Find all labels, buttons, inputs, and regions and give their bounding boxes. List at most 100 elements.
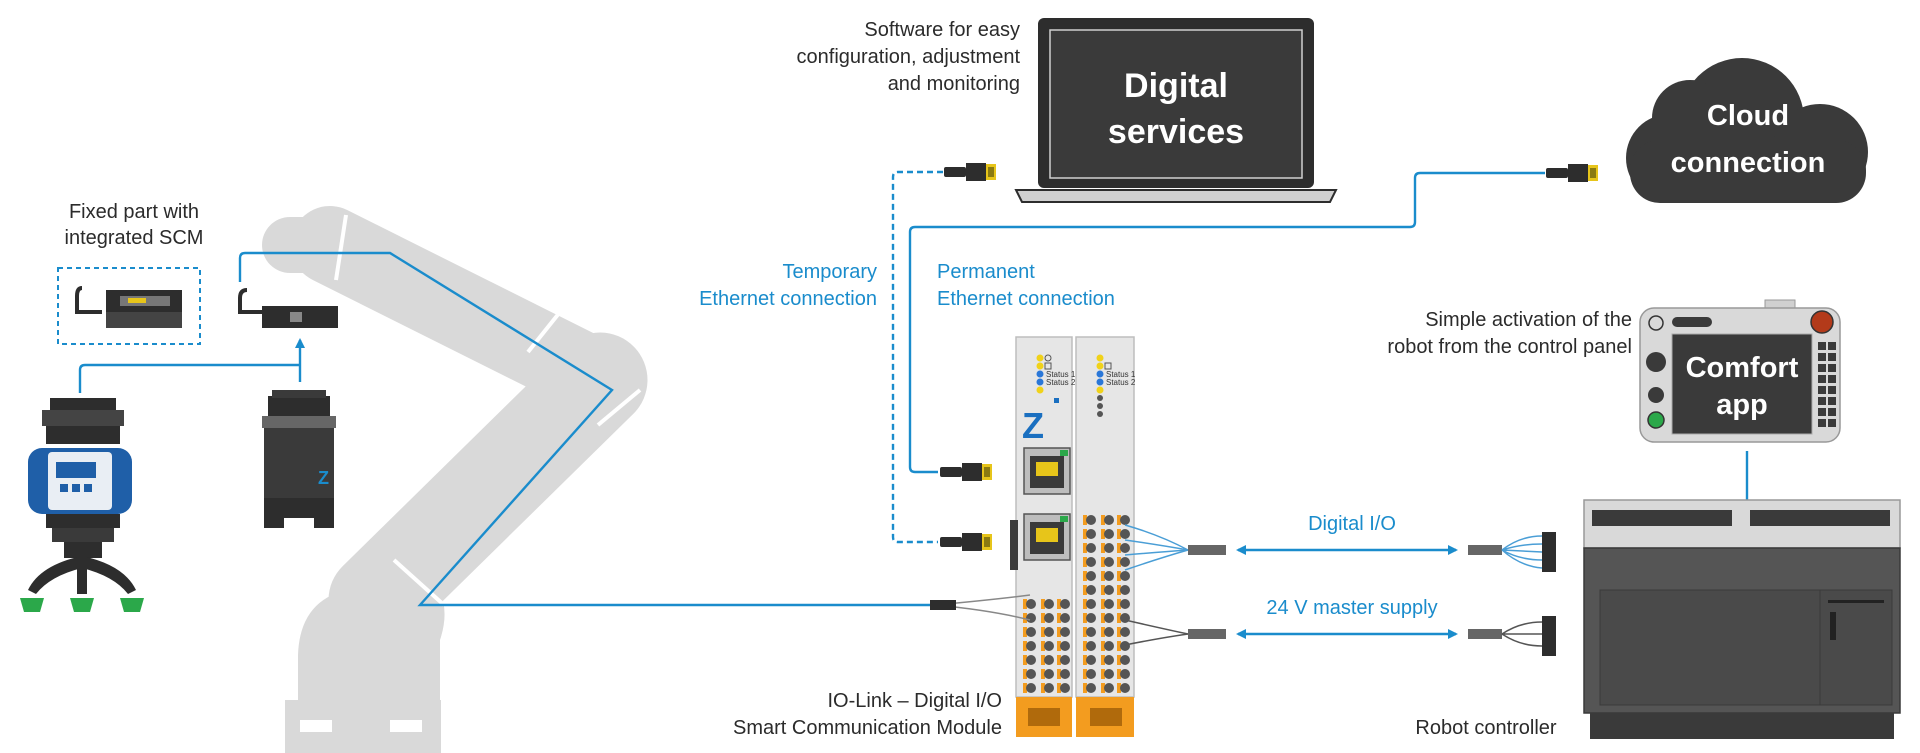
terminal-hole xyxy=(1044,641,1054,651)
pendant-key xyxy=(1828,353,1836,361)
terminal-latch xyxy=(1117,515,1121,525)
terminal-latch xyxy=(1101,683,1105,693)
temporary-label: Temporary Ethernet connection xyxy=(699,261,877,310)
terminal-hole xyxy=(1104,655,1114,665)
terminal-hole xyxy=(1060,641,1070,651)
terminal-hole xyxy=(1086,641,1096,651)
terminal-hole xyxy=(1026,669,1036,679)
terminal-latch xyxy=(1041,669,1045,679)
terminal-latch xyxy=(1057,669,1061,679)
pendant-key xyxy=(1828,419,1836,427)
terminal-latch xyxy=(1101,669,1105,679)
terminal-hole xyxy=(1120,585,1130,595)
module1-status2: Status 2 xyxy=(1046,378,1076,387)
connection-wires xyxy=(78,170,1749,639)
terminal-latch xyxy=(1083,585,1087,595)
fixed-part-line1: Fixed part with xyxy=(69,201,199,223)
cloud-line1: Cloud xyxy=(1707,100,1789,132)
software-line1: Software for easy xyxy=(864,19,1020,41)
pendant-key xyxy=(1818,353,1826,361)
terminal-latch xyxy=(1041,613,1045,623)
terminal-hole xyxy=(1104,557,1114,567)
terminal-hole xyxy=(1120,655,1130,665)
terminal-latch xyxy=(1083,599,1087,609)
terminal-latch xyxy=(1083,627,1087,637)
terminal-latch xyxy=(1117,529,1121,539)
terminal-hole xyxy=(1044,655,1054,665)
vacuum-gripper-icon xyxy=(20,398,144,612)
pendant-key xyxy=(1828,408,1836,416)
terminal-hole xyxy=(1104,613,1114,623)
terminal-latch xyxy=(1101,613,1105,623)
terminal-latch xyxy=(1101,557,1105,567)
fixed-part-box xyxy=(57,267,201,345)
terminal-latch xyxy=(1083,557,1087,567)
terminal-latch xyxy=(1057,683,1061,693)
terminal-hole xyxy=(1086,529,1096,539)
terminal-hole xyxy=(1120,515,1130,525)
terminal-hole xyxy=(1120,571,1130,581)
terminal-hole xyxy=(1104,627,1114,637)
terminal-hole xyxy=(1120,669,1130,679)
terminal-latch xyxy=(1117,599,1121,609)
terminal-latch xyxy=(1117,543,1121,553)
terminal-hole xyxy=(1104,571,1114,581)
terminal-hole xyxy=(1060,683,1070,693)
laptop-icon: Digital services xyxy=(1014,18,1338,203)
terminal-latch xyxy=(1101,529,1105,539)
terminal-hole xyxy=(1104,529,1114,539)
svg-text:Z: Z xyxy=(318,468,329,488)
terminal-latch xyxy=(1023,599,1027,609)
terminal-hole xyxy=(1086,571,1096,581)
pendant-key xyxy=(1818,364,1826,372)
terminal-hole xyxy=(1086,669,1096,679)
terminal-hole xyxy=(1086,627,1096,637)
terminal-hole xyxy=(1086,599,1096,609)
terminal-latch xyxy=(1057,655,1061,665)
connector-digital-io xyxy=(1468,532,1556,572)
master-supply-label: 24 V master supply xyxy=(1266,597,1437,619)
terminal-latch xyxy=(1041,655,1045,665)
terminal-latch xyxy=(1057,627,1061,637)
pendant-key xyxy=(1818,397,1826,405)
terminal-latch xyxy=(1083,613,1087,623)
terminal-latch xyxy=(1023,655,1027,665)
terminal-latch xyxy=(1057,641,1061,651)
connector-master-supply xyxy=(1468,616,1556,656)
terminal-hole xyxy=(1086,515,1096,525)
terminal-hole xyxy=(1086,585,1096,595)
pendant-key xyxy=(1818,386,1826,394)
terminal-hole xyxy=(1086,543,1096,553)
terminal-latch xyxy=(1117,571,1121,581)
comfort-line1: Comfort xyxy=(1686,352,1799,384)
cloud-line2: connection xyxy=(1671,147,1826,179)
cloud-icon: Cloud connection xyxy=(1626,58,1868,203)
permanent-label: Permanent Ethernet connection xyxy=(937,261,1115,310)
pendant-key xyxy=(1818,342,1826,350)
terminal-latch xyxy=(1101,627,1105,637)
terminal-hole xyxy=(1120,683,1130,693)
terminal-latch xyxy=(1083,655,1087,665)
terminal-hole xyxy=(1086,557,1096,567)
pendant-key xyxy=(1828,397,1836,405)
temporary-line1: Temporary xyxy=(783,261,877,283)
terminal-latch xyxy=(1117,585,1121,595)
terminal-latch xyxy=(1083,515,1087,525)
scm-module-icon: Status 1 Status 2 Z Status 1 Status 2 xyxy=(930,336,1226,737)
terminal-hole xyxy=(1044,627,1054,637)
terminal-latch xyxy=(1057,613,1061,623)
activation-line2: robot from the control panel xyxy=(1387,336,1632,358)
permanent-line2: Ethernet connection xyxy=(937,288,1115,310)
digital-services-line2: services xyxy=(1108,113,1244,151)
pendant-key xyxy=(1828,342,1836,350)
terminal-latch xyxy=(1023,627,1027,637)
robot-arm-icon xyxy=(262,206,648,753)
terminal-hole xyxy=(1104,683,1114,693)
permanent-line1: Permanent xyxy=(937,261,1035,283)
terminal-hole xyxy=(1104,585,1114,595)
terminal-latch xyxy=(1117,641,1121,651)
terminal-latch xyxy=(1057,599,1061,609)
terminal-hole xyxy=(1104,641,1114,651)
terminal-hole xyxy=(1026,613,1036,623)
terminal-latch xyxy=(1117,669,1121,679)
